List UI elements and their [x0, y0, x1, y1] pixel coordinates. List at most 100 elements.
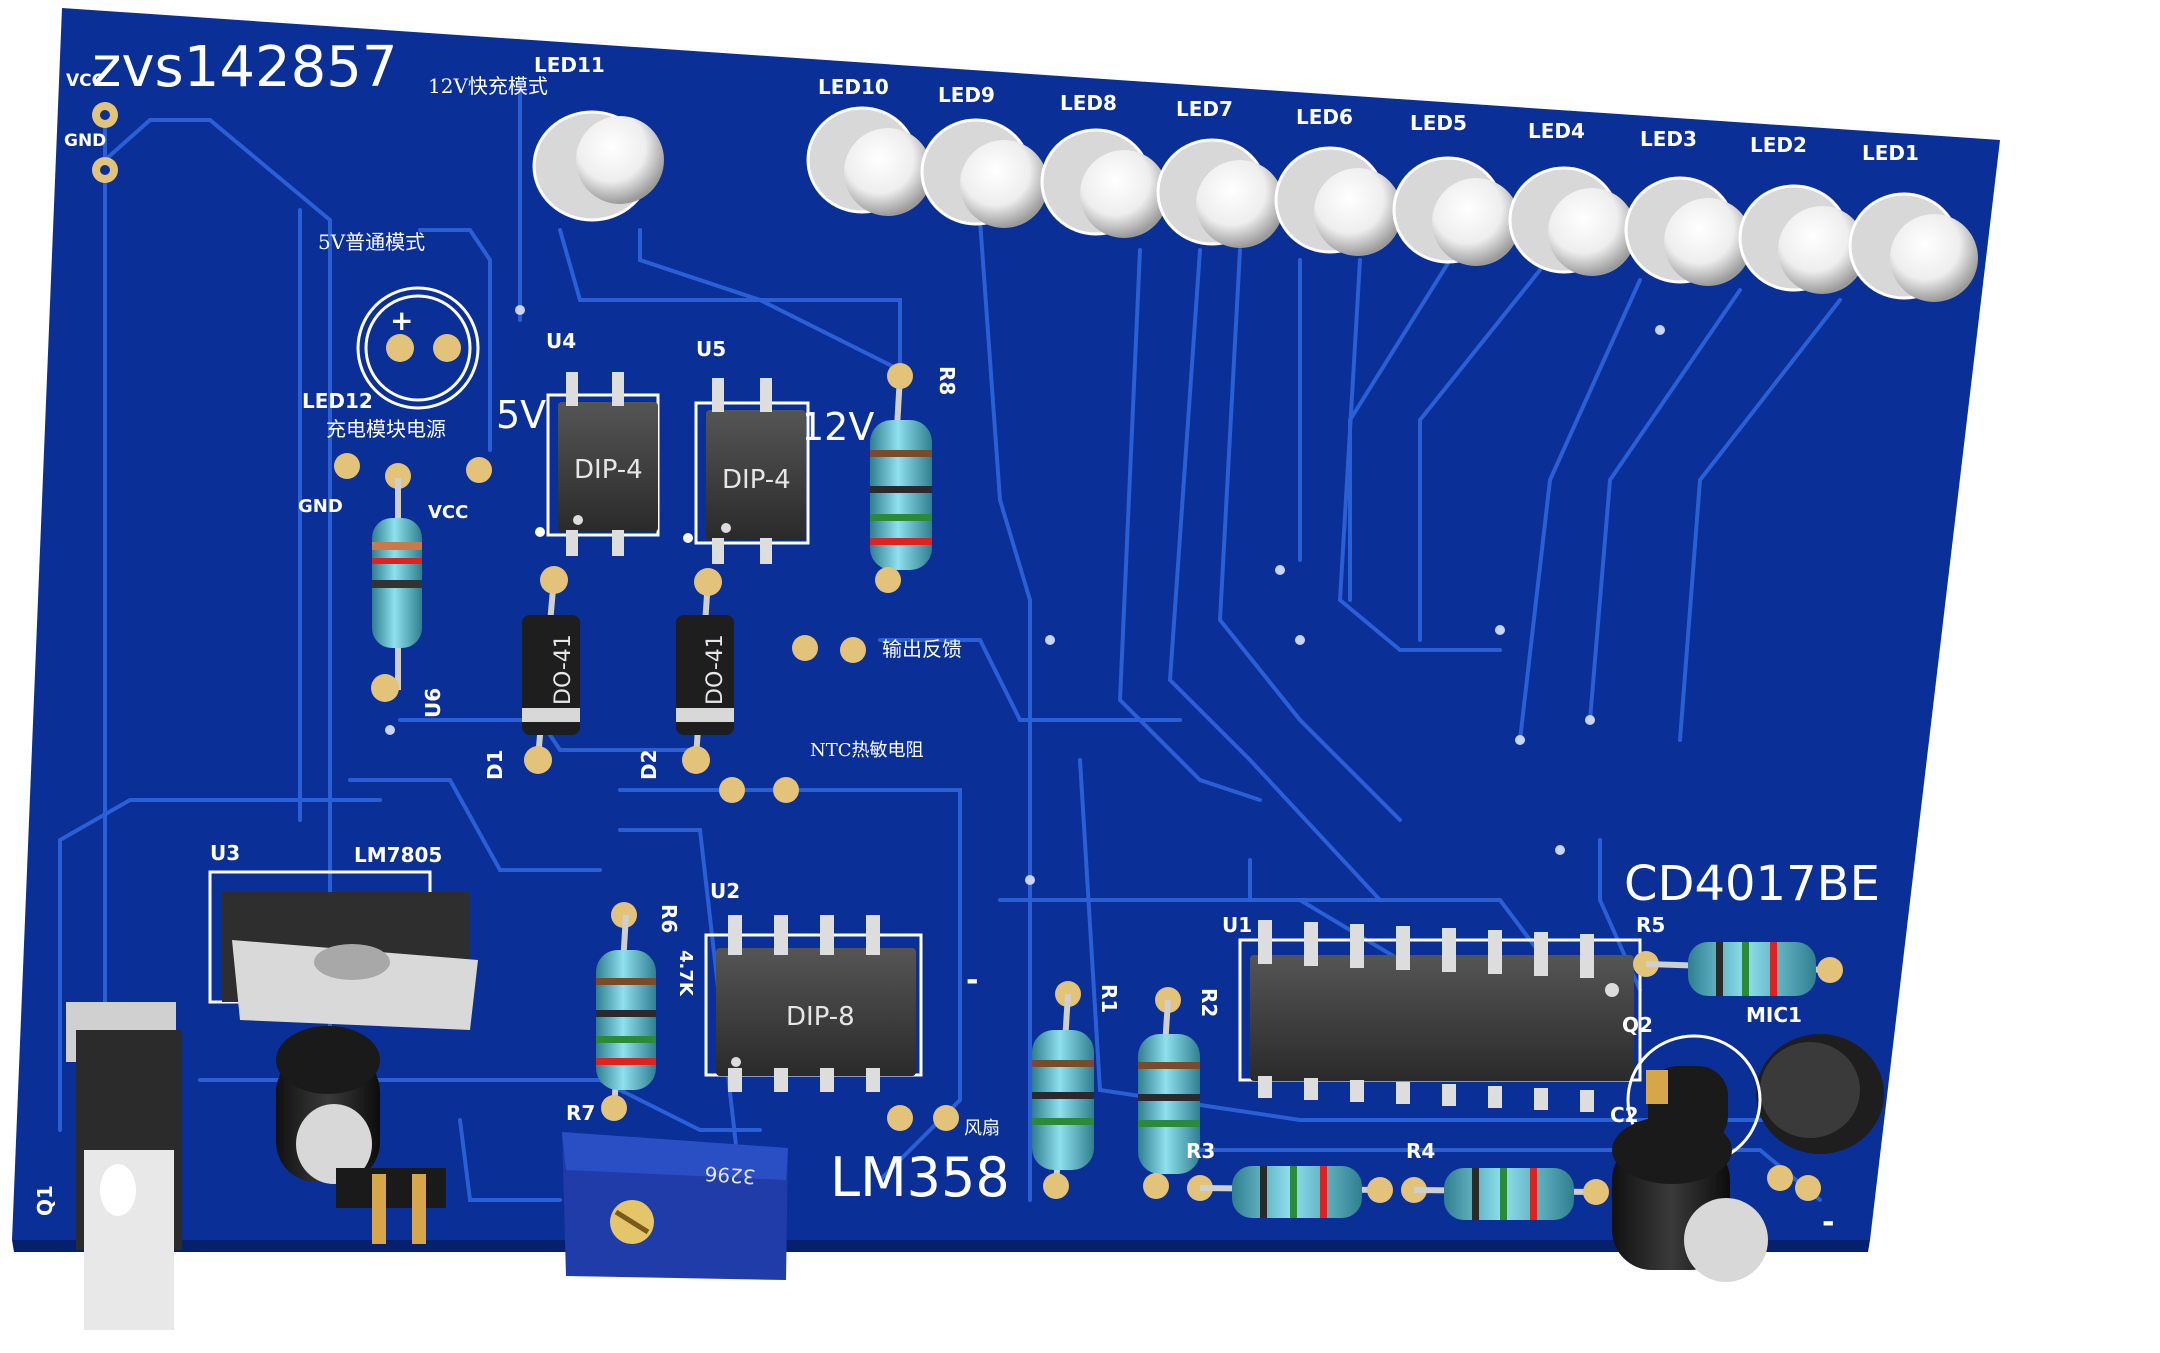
c2-ref: C2	[1610, 1103, 1639, 1127]
pad-ntc-2	[773, 777, 799, 803]
d2-ref: D2	[637, 749, 661, 780]
label-lm358: LM358	[830, 1146, 1010, 1209]
capacitor-c2	[1612, 1116, 1768, 1282]
mic1-ref: MIC1	[1746, 1003, 1802, 1027]
pad-extra-mid	[466, 457, 492, 483]
r7-ref: R7	[566, 1101, 595, 1125]
u2-value: 4.7K	[675, 950, 696, 997]
q1-ref: Q1	[33, 1185, 57, 1216]
u1-ref: U1	[1222, 913, 1252, 937]
chip-u4	[535, 372, 660, 556]
note-normal-5v: 5V普通模式	[318, 230, 425, 254]
led12-ref: LED12	[302, 389, 373, 413]
r4-ref: R4	[1406, 1139, 1435, 1163]
r2-ref: R2	[1197, 988, 1221, 1017]
pad-vcc-mid	[385, 463, 411, 489]
pad-fan-1	[887, 1105, 913, 1131]
led10-ref: LED10	[818, 75, 889, 99]
u2-ref: U2	[710, 879, 740, 903]
note-ntc: NTC热敏电阻	[810, 740, 924, 761]
led12-pad-k	[433, 334, 461, 362]
resistor-r2	[1138, 987, 1200, 1199]
led6-body	[1274, 146, 1402, 256]
r6-ref: R6	[657, 904, 681, 933]
r3-ref: R3	[1186, 1139, 1215, 1163]
led11-body	[532, 110, 664, 222]
led-row	[532, 106, 1978, 302]
regulator-u3	[208, 870, 478, 1030]
d1-package: DO-41	[551, 634, 576, 705]
led12-pad-a	[386, 334, 414, 362]
note-fast-charge: 12V快充模式	[428, 74, 548, 98]
diode-d2	[676, 568, 734, 774]
note-charge-module-power: 充电模块电源	[326, 417, 446, 441]
label-12v: 12V	[800, 405, 874, 449]
pad-gnd-top-hole	[100, 165, 110, 175]
r8-ref: R8	[935, 366, 959, 395]
label-5v: 5V	[496, 393, 546, 437]
pad-feedback-1	[792, 635, 818, 661]
led2-ref: LED2	[1750, 133, 1807, 157]
resistor-u6	[371, 478, 422, 702]
led6-ref: LED6	[1296, 105, 1353, 129]
pad-c2-2	[1795, 1175, 1821, 1201]
note-fan: 风扇	[964, 1118, 1000, 1139]
led9-body	[920, 118, 1048, 228]
led5-body	[1392, 156, 1520, 266]
resistor-r8	[870, 363, 932, 593]
d1-ref: D1	[483, 749, 507, 780]
led11-ref: LED11	[534, 53, 605, 77]
label-cd4017be: CD4017BE	[1624, 856, 1880, 912]
author-label: zvs142857	[92, 35, 397, 100]
led1-ref: LED1	[1862, 141, 1919, 165]
led7-body	[1156, 138, 1284, 248]
u2-package: DIP-8	[786, 1002, 855, 1032]
pad-feedback-2	[840, 637, 866, 663]
led9-ref: LED9	[938, 83, 995, 107]
led4-ref: LED4	[1528, 119, 1585, 143]
potentiometer-r7	[562, 1132, 788, 1280]
u6-ref: U6	[421, 688, 445, 718]
capacitor-c1	[276, 1026, 380, 1184]
led4-body	[1508, 166, 1636, 276]
led8-body	[1040, 128, 1168, 238]
u5-package: DIP-4	[722, 465, 791, 495]
chip-u1	[1238, 920, 1642, 1112]
led7-ref: LED7	[1176, 97, 1233, 121]
led12-outline-inner	[364, 294, 472, 402]
u3-ref: U3	[210, 841, 240, 865]
minus-mark-1: -	[966, 963, 978, 998]
transistor-q1	[66, 1002, 182, 1330]
q2-ref: Q2	[1622, 1013, 1653, 1037]
r5-ref: R5	[1636, 913, 1665, 937]
r1-ref: R1	[1097, 984, 1121, 1013]
led1-body	[1848, 192, 1978, 302]
u5-ref: U5	[696, 337, 726, 361]
pad-ntc-1	[719, 777, 745, 803]
gnd-label-mid: GND	[298, 496, 343, 517]
vcc-label-mid: VCC	[428, 502, 468, 523]
d2-package: DO-41	[703, 634, 728, 705]
pcb-board-edge	[12, 1240, 1870, 1252]
led2-body	[1738, 184, 1866, 294]
pad-vcc-top-hole	[100, 110, 110, 120]
resistor-r3	[1187, 1166, 1393, 1218]
minus-mark-2: -	[1822, 1205, 1834, 1240]
vcc-label-top: VCC	[66, 71, 104, 91]
led5-ref: LED5	[1410, 111, 1467, 135]
microphone-mic1	[1756, 1034, 1884, 1154]
chip-u5	[683, 378, 810, 564]
header-pins	[336, 1168, 446, 1244]
led12-plus: +	[390, 304, 413, 337]
pad-c2-1	[1767, 1165, 1793, 1191]
chip-u2	[704, 915, 923, 1092]
led10-body	[806, 106, 932, 216]
u4-package: DIP-4	[574, 455, 643, 485]
resistor-r4	[1401, 1168, 1609, 1220]
note-output-feedback: 输出反馈	[882, 637, 962, 661]
u3-value: LM7805	[354, 843, 442, 867]
diode-d1	[522, 566, 580, 774]
resistor-r5	[1633, 942, 1843, 996]
led3-ref: LED3	[1640, 127, 1697, 151]
